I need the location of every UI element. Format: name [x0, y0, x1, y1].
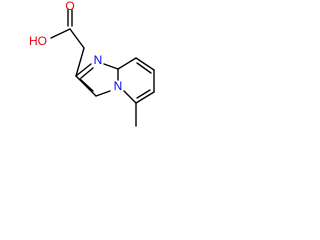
bond-c5-n4	[123, 90, 137, 104]
imine-nitrogen-label: N	[94, 53, 103, 67]
bond-c2-n1	[75, 63, 92, 77]
bond-c3-c2-double	[79, 78, 94, 92]
bond-n4-c3	[95, 90, 111, 97]
oxygen-label: O	[65, 0, 74, 13]
bond-c8-c7-double	[136, 62, 152, 74]
bridgehead-nitrogen-label: N	[114, 79, 123, 93]
bond-carboxyl-ch2	[69, 28, 85, 49]
bond-c3-c2	[75, 75, 97, 97]
bond-c8-c7	[135, 57, 155, 71]
bond-ch2-ring	[75, 47, 85, 77]
bonds	[50, 9, 155, 127]
molecule-structure: O HO N N	[29, 0, 155, 127]
bond-c2-n1-double	[80, 67, 94, 79]
atom-labels: O HO N N	[29, 0, 122, 93]
bond-carboxyl-oh	[50, 28, 71, 39]
hydroxyl-label: HO	[29, 34, 47, 48]
bond-c8a-c8	[117, 57, 137, 70]
bond-n1-c8a	[103, 63, 119, 70]
bond-c6-c5-double	[136, 89, 151, 99]
bond-c6-c5	[135, 91, 155, 104]
